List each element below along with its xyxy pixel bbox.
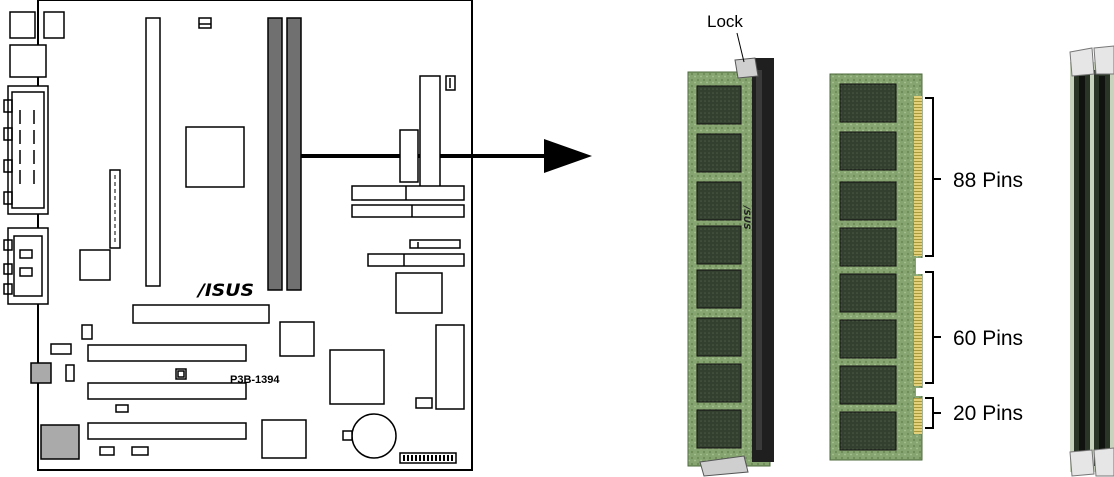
gold-contacts-middle: [914, 276, 922, 386]
vertical-connector: [109, 169, 121, 249]
pin-header: [399, 452, 457, 464]
asus-logo: /ISUS: [196, 281, 254, 301]
io-port-details: [3, 99, 35, 295]
dimm-chips-1: [696, 85, 742, 449]
empty-dimm-sockets: [1069, 45, 1114, 477]
dimm-chips-2: [839, 83, 897, 451]
agp-slot: [132, 304, 270, 324]
board-small-parts: [30, 321, 315, 460]
bracket-88: [925, 97, 934, 257]
pins-60-label: 60 Pins: [953, 327, 1023, 350]
motherboard-layout: /ISUS P3B-1394: [3, 0, 592, 471]
northbridge-chip: [185, 126, 245, 188]
dimm-in-socket: /SUS: [687, 57, 774, 477]
right-components: [329, 75, 465, 410]
dimm-module: [829, 73, 924, 461]
dimm-socket: [752, 58, 774, 462]
bracket-60: [925, 271, 934, 384]
lock-leader-line: [736, 32, 745, 63]
pins-20-label: 20 Pins: [953, 402, 1023, 425]
top-small-component: [198, 17, 212, 29]
gold-contacts-upper: [914, 96, 922, 256]
io-ports: [7, 11, 65, 305]
dimm-slots: [267, 17, 302, 291]
bracket-20: [925, 397, 934, 429]
battery-tab: [342, 430, 353, 441]
gold-contacts-lower: [914, 398, 922, 434]
pci-slots: [87, 344, 247, 440]
lock-label: Lock: [707, 12, 743, 31]
cpu-slot: [145, 17, 161, 287]
lock-latch-top: [734, 57, 759, 79]
board-model-label: P3B-1394: [230, 374, 280, 386]
chip-small-left: [79, 249, 111, 281]
battery: [351, 413, 397, 459]
pins-88-label: 88 Pins: [953, 169, 1023, 192]
dimm-brand-mark: /SUS: [741, 205, 751, 230]
lock-latch-bottom: [699, 455, 749, 477]
bracket-icon: [925, 97, 941, 429]
